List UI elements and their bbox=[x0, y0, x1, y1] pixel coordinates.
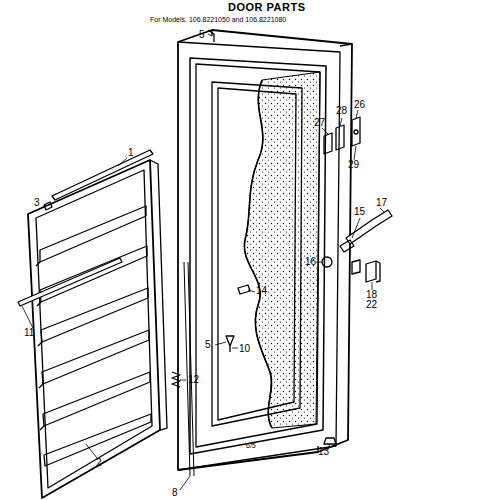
callout-number: 1 bbox=[128, 148, 134, 158]
model-note: For Models. 106.8221050 and 106.8221080 bbox=[150, 16, 286, 23]
washer bbox=[322, 257, 332, 267]
hinge-plate bbox=[336, 125, 344, 150]
callout-number: 16 bbox=[305, 257, 316, 267]
handle-lever bbox=[346, 210, 392, 244]
callout-number: 29 bbox=[348, 160, 359, 170]
callout-number: 18 bbox=[366, 290, 377, 300]
callout-number: 8 bbox=[172, 488, 178, 498]
door-panel bbox=[178, 30, 352, 470]
callout-number: 12 bbox=[188, 375, 199, 385]
callout-number: 14 bbox=[256, 286, 267, 296]
callout-number: 26 bbox=[354, 100, 365, 110]
callout-number: 6/5 bbox=[246, 442, 256, 449]
diagram-title: DOOR PARTS bbox=[228, 2, 306, 13]
callout-number: 2 bbox=[96, 458, 102, 468]
hinge-pin bbox=[354, 130, 358, 134]
callout-number: 11 bbox=[24, 328, 34, 338]
leader-line bbox=[22, 34, 384, 490]
clip bbox=[44, 202, 52, 210]
callout-number: 15 bbox=[354, 207, 365, 217]
callout-number: 27 bbox=[314, 118, 325, 128]
callout-number: 5 bbox=[205, 340, 211, 350]
callout-number: 17 bbox=[376, 198, 387, 208]
hinge-shim bbox=[324, 133, 332, 154]
hinge-plate bbox=[352, 117, 360, 146]
bracket bbox=[352, 260, 360, 274]
rack-bar bbox=[18, 258, 122, 306]
fitting bbox=[238, 285, 250, 294]
striker bbox=[366, 261, 380, 282]
callout-number: 10 bbox=[239, 344, 250, 354]
foot bbox=[324, 438, 336, 444]
handle-base bbox=[340, 240, 354, 252]
callout-number: 28 bbox=[336, 106, 347, 116]
door-liner bbox=[28, 160, 167, 498]
callout-number: 13 bbox=[318, 447, 329, 457]
spring bbox=[172, 372, 180, 387]
callout-number: 22 bbox=[366, 300, 377, 310]
rack-bar bbox=[52, 150, 153, 200]
rod bbox=[184, 262, 194, 476]
screw bbox=[226, 336, 234, 352]
callout-number: 5 bbox=[199, 30, 205, 40]
callout-number: 3 bbox=[34, 198, 40, 208]
